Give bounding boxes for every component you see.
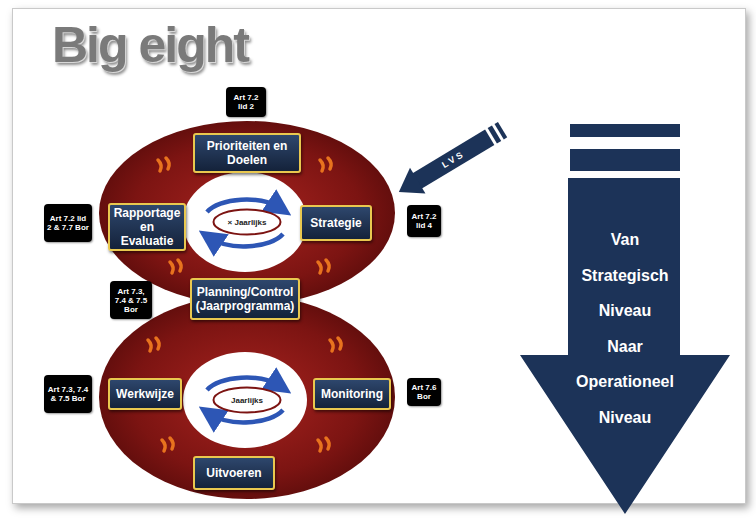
- diagram-title: Big eight: [52, 16, 248, 74]
- node-text: Art 7.2 lid 4: [410, 212, 438, 230]
- node-text: Strategie: [310, 216, 361, 230]
- node-text-wrap: Werkwijze: [116, 387, 174, 401]
- node-text-wrap: Prioriteiten en Doelen: [198, 139, 296, 167]
- cycle-ellipse: × Jaarlijks: [212, 208, 282, 236]
- article-tag: Art 7.2 lid 2 & 7.7 Bor: [44, 204, 92, 242]
- node-text-wrap: Planning/Control (Jaarprogramma): [195, 285, 295, 313]
- node-text-wrap: Art 7.2 lid 4: [410, 212, 438, 230]
- process-box: Rapportage en Evaluatie: [108, 203, 186, 251]
- node-text-wrap: Art 7.2 lid 2: [229, 93, 263, 111]
- eight-lower-loop: [99, 295, 395, 499]
- node-text-wrap: Art 7.2 lid 2 & 7.7 Bor: [47, 214, 89, 232]
- process-box: Planning/Control (Jaarprogramma): [190, 278, 300, 320]
- node-text: Art 7.3, 7.4 & 7.5 Bor: [113, 287, 149, 314]
- node-text: Art 7.3, 7.4 & 7.5 Bor: [47, 385, 89, 403]
- process-box: Uitvoeren: [193, 456, 275, 490]
- level-arrow: Van Strategisch Niveau Naar Operationeel…: [520, 178, 730, 514]
- bar: [570, 149, 680, 171]
- node-text: × Jaarlijks: [228, 218, 267, 227]
- node-text-wrap: Monitoring: [321, 387, 383, 401]
- article-tag: Art 7.3, 7.4 & 7.5 Bor: [110, 281, 152, 319]
- node-text-wrap: × Jaarlijks: [228, 218, 267, 227]
- arrow-shape: [520, 178, 730, 514]
- node-text: Art 7.2 lid 2: [229, 93, 263, 111]
- process-box: Werkwijze: [108, 378, 182, 410]
- ellipse-shape: [214, 388, 281, 413]
- node-text: Werkwijze: [116, 387, 174, 401]
- article-tag: Art 7.3, 7.4 & 7.5 Bor: [44, 375, 92, 413]
- node-text: Monitoring: [321, 387, 383, 401]
- node-text: Art 7.6 Bor: [410, 383, 438, 401]
- ellipse-shape: [214, 210, 281, 235]
- process-box: Prioriteiten en Doelen: [193, 133, 301, 173]
- process-box: Strategie: [300, 205, 372, 241]
- article-tag: Art 7.2 lid 2: [226, 87, 266, 117]
- node-text: Van Strategisch Niveau Naar Operationeel…: [520, 222, 730, 435]
- process-box: Monitoring: [313, 378, 391, 410]
- node-text-wrap: Rapportage en Evaluatie: [113, 206, 181, 248]
- node-text-wrap: Strategie: [310, 216, 361, 230]
- article-tag: Art 7.6 Bor: [407, 378, 441, 406]
- node-text-wrap: Jaarlijks: [231, 396, 263, 405]
- node-text: Prioriteiten en Doelen: [198, 139, 296, 167]
- cycle-ellipse: Jaarlijks: [212, 386, 282, 414]
- node-text: Uitvoeren: [206, 466, 261, 480]
- node-text: Rapportage en Evaluatie: [113, 206, 181, 248]
- node-text: Art 7.2 lid 2 & 7.7 Bor: [47, 214, 89, 232]
- article-tag: Art 7.2 lid 4: [407, 205, 441, 237]
- lvs-pen-arrow: [391, 117, 510, 205]
- bar: [570, 124, 680, 137]
- node-text: Jaarlijks: [231, 396, 263, 405]
- node-text-wrap: Art 7.3, 7.4 & 7.5 Bor: [113, 287, 149, 314]
- eight-lower-hole: [183, 352, 307, 448]
- node-text: Planning/Control (Jaarprogramma): [195, 285, 295, 313]
- node-text-wrap: Art 7.6 Bor: [410, 383, 438, 401]
- eight-upper-hole: [183, 172, 307, 272]
- node-text-wrap: Van Strategisch Niveau Naar Operationeel…: [520, 222, 730, 435]
- node-text-wrap: Uitvoeren: [206, 466, 261, 480]
- node-text-wrap: Art 7.3, 7.4 & 7.5 Bor: [47, 385, 89, 403]
